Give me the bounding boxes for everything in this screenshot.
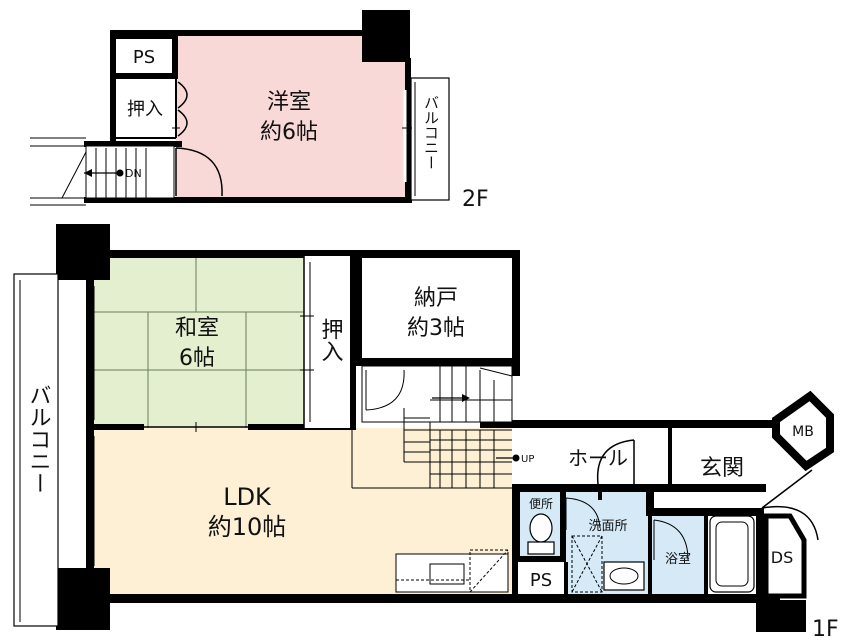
western-room-name: 洋室: [267, 90, 311, 115]
mb-box: [772, 390, 834, 472]
closet-door-swing: [177, 81, 188, 137]
wall-1f-bath-top: [646, 508, 758, 516]
wall-2f-stair-top: [84, 141, 182, 147]
wall-1f-bath-right: [704, 512, 708, 598]
balcony-2f: [410, 77, 450, 201]
wall-1f-genkan-left: [668, 428, 672, 486]
wall-1f-ps-right: [562, 562, 568, 598]
bathroom-fill: [650, 512, 706, 594]
ps-1f-box: [518, 562, 564, 594]
wall-1f-bottom: [100, 594, 780, 603]
wall-jp-ldk-r: [248, 424, 354, 430]
wall-ps-right: [172, 33, 178, 79]
bath-door-swing: [653, 519, 689, 561]
japanese-room-fill: [90, 254, 304, 428]
closet-2f-label: 押入: [127, 99, 163, 120]
wash-door-swing: [565, 497, 601, 530]
floor-2f: PS 押入 洋室 約6帖 バルコニー DN 2F: [30, 10, 489, 212]
washing-machine: [571, 535, 603, 593]
wall-closet-right: [350, 254, 356, 430]
mb-label: MB: [792, 424, 814, 440]
wall-2f-top: [110, 30, 370, 36]
wall-1f-wash-right: [648, 514, 652, 598]
bathroom-label: 浴室: [665, 551, 691, 567]
stair-dn-arrow-head: [84, 169, 92, 177]
ps-2f-label: PS: [133, 47, 155, 68]
wall-1f-storage-bottom: [354, 358, 520, 366]
washbasin-bowl: [609, 567, 639, 585]
toilet-tank: [527, 541, 555, 555]
balcony-1f-label: バルコニー: [26, 384, 51, 494]
bathtub-inner: [715, 521, 749, 587]
wall-1f-wet-right: [646, 484, 654, 514]
stair-1f: [351, 365, 513, 489]
storage-size: 約3帖: [407, 316, 465, 341]
kitchen-sink: [429, 563, 465, 585]
floor-1f: 和室 6帖 押入 納戸 約3帖 LDK 約10帖 バルコニー ホール 玄関 MB…: [13, 224, 839, 642]
floor-1f-label: 1F: [812, 617, 839, 642]
ds-label: DS: [771, 548, 793, 567]
western-room-size: 約6帖: [260, 120, 318, 145]
wall-ps-bottom: [116, 73, 176, 79]
fridge-x: [469, 549, 509, 593]
japanese-room-name: 和室: [175, 316, 219, 341]
ldk-name: LDK: [223, 483, 272, 511]
stair-dn-dot: [116, 169, 124, 177]
wall-1f-top-a: [106, 250, 358, 258]
wall-1f-toilet-right: [560, 492, 566, 558]
hall-label: ホール: [568, 446, 628, 470]
ldk-size: 約10帖: [208, 513, 287, 541]
stair-up-label: UP: [521, 454, 534, 465]
wall-1f-wet-top: [512, 484, 652, 492]
toilet-label: 便所: [529, 497, 553, 511]
wall-1f-hall-top: [480, 420, 780, 428]
closet-1f: [304, 256, 354, 428]
ps-1f-label: PS: [530, 570, 552, 591]
wall-1f-storage-left: [354, 250, 362, 362]
stair-up-dot: [512, 454, 520, 462]
washing-x2: [571, 535, 603, 593]
wall-1f-storage-top: [354, 250, 520, 258]
stair-door-swing: [175, 147, 223, 197]
closet-1f-label: 押入: [318, 318, 344, 362]
wall-jp-ldk: [90, 424, 144, 430]
balcony-2f-label: バルコニー: [422, 95, 440, 170]
floor-2f-label: 2F: [462, 187, 489, 212]
wall-2f-left: [110, 30, 116, 145]
column-1f-top-left: [56, 224, 110, 280]
stair-2f: [85, 145, 175, 199]
wall-1f-entry-right: [756, 508, 764, 602]
washroom-label: 洗面所: [588, 519, 627, 534]
wall-1f-toilet-bottom: [518, 556, 566, 562]
entrance-door-swing: [761, 469, 819, 541]
stair-1f-arrow-head: [462, 394, 470, 402]
hall-door-swing: [596, 439, 635, 485]
wall-1f-ldk-right: [512, 484, 520, 600]
balcony-1f: [13, 273, 59, 627]
stair-dn-label: DN: [125, 167, 142, 180]
entrance-label: 玄関: [700, 456, 744, 481]
wall-1f-hall-bottom: [646, 484, 766, 492]
tatami-grid: [90, 254, 304, 428]
wall-1f-storage-right: [512, 250, 520, 376]
japanese-room-size: 6帖: [179, 346, 215, 371]
toilet-bowl: [529, 513, 553, 543]
wall-2f-bottom: [84, 197, 412, 203]
storage-name: 納戸: [414, 286, 458, 311]
ds-box: [763, 513, 807, 599]
ps-box-wall: [116, 33, 176, 39]
wall-1f-washdoor: [598, 492, 602, 500]
column-1f-bottom-right: [756, 600, 806, 632]
